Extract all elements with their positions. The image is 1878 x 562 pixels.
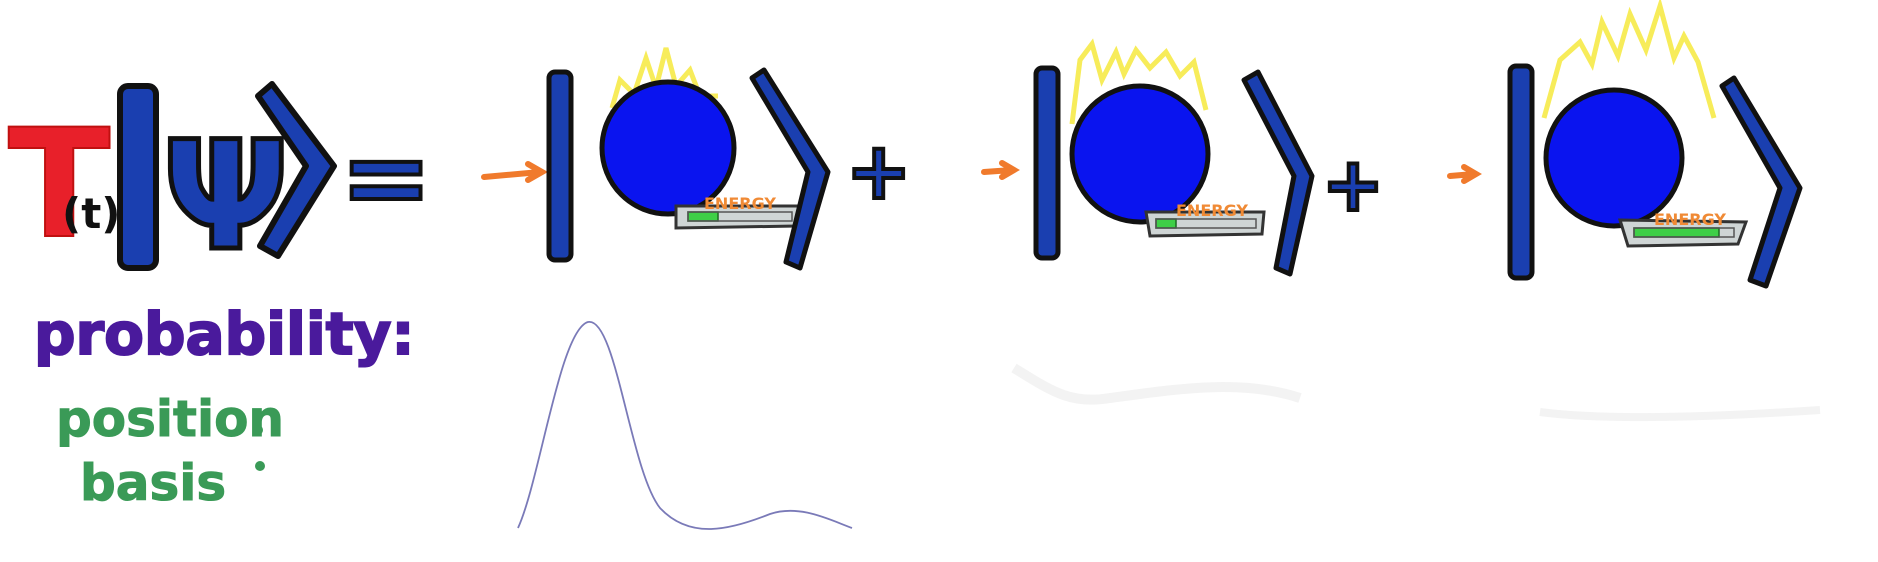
flame-icon [609,47,718,109]
energy-bar-fill [1155,218,1177,229]
probability-label: probability: [34,300,415,368]
basis-label: basis [80,454,226,512]
energy-label: ENERGY [1654,210,1726,229]
operator-argument: (t) [62,189,120,238]
energy-bar: ENERGY [1617,210,1749,248]
plus-sign: + [846,127,911,217]
state-2: ENERGY + [981,38,1386,277]
ket-angle [1241,69,1315,277]
colon-dot-bottom [255,461,265,471]
ket-bar [546,69,574,263]
energy-label: ENERGY [1176,201,1248,220]
flame-icon [1541,0,1717,119]
faint-curve-2 [1011,363,1302,405]
ket-bar [1033,65,1061,261]
energy-label: ENERGY [704,194,776,213]
ball-icon [1069,83,1211,225]
state-3: ENERGY [1447,0,1803,289]
colon-dot-top [253,425,263,435]
psi-ket: Ψ [117,81,337,287]
probability-curve [517,321,853,530]
energy-bar: ENERGY [1144,201,1266,238]
state-1: ENERGY + [481,47,913,271]
equals-sign: = [340,113,432,241]
psi-symbol: Ψ [162,110,289,284]
position-label: position [56,390,284,448]
plus-sign: + [1322,142,1384,228]
operator-T: T [8,98,110,272]
arrow-icon [1447,164,1482,184]
ket-bar [1507,63,1535,281]
arrow-icon [481,161,549,183]
energy-bar-fill [1633,227,1720,238]
faint-curve-3 [1539,406,1821,422]
ball-icon [1543,87,1685,229]
flame-icon [1069,38,1209,125]
ket-angle [1719,75,1803,289]
ball-icon [599,79,737,217]
arrow-icon [981,160,1020,180]
ket-angle [749,67,831,271]
energy-bar-fill [687,211,719,222]
